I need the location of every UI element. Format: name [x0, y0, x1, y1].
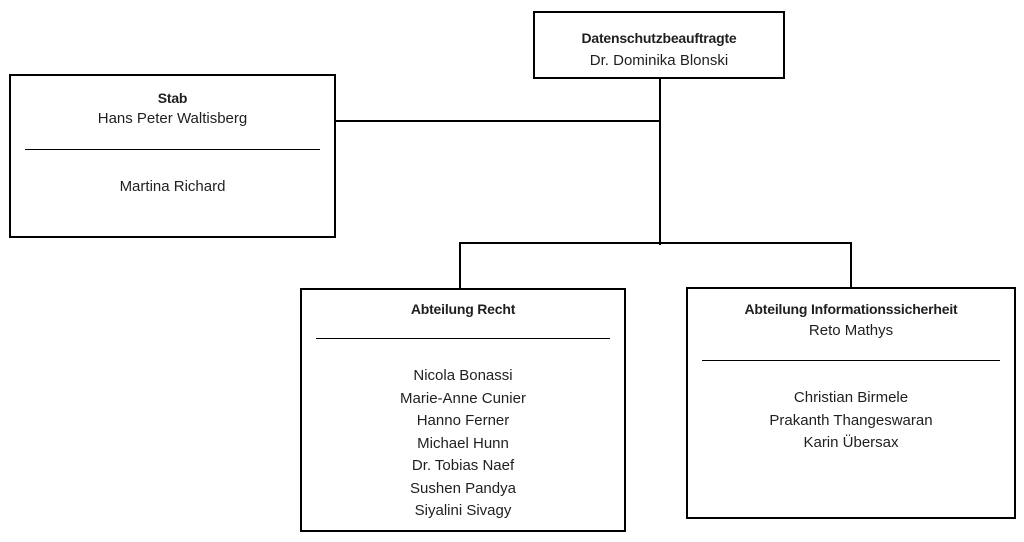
org-box-lead-name: Dr. Dominika Blonski — [589, 52, 729, 69]
member-list: Christian Birmele Prakanth Thangeswaran … — [688, 387, 1014, 455]
divider — [702, 360, 1000, 361]
org-box-stab: Stab Hans Peter Waltisberg Martina Richa… — [9, 74, 336, 238]
member-name: Marie-Anne Cunier — [400, 389, 526, 407]
member-list: Martina Richard — [11, 176, 334, 199]
member-list: Nicola Bonassi Marie-Anne Cunier Hanno F… — [302, 365, 624, 523]
divider — [25, 149, 320, 150]
member-name: Siyalini Sivagy — [414, 502, 512, 519]
org-box-title: Abteilung Informationssicherheit — [744, 301, 958, 317]
member-name: Hanno Ferner — [416, 412, 510, 429]
member-name: Nicola Bonassi — [413, 367, 513, 384]
member-name: Dr. Tobias Naef — [411, 457, 515, 474]
org-box-title: Abteilung Recht — [410, 301, 516, 317]
member-name: Karin Übersax — [803, 434, 899, 451]
connector-head-to-departments — [659, 79, 661, 245]
member-name: Michael Hunn — [417, 434, 509, 452]
member-name: Martina Richard — [119, 178, 226, 195]
member-name: Prakanth Thangeswaran — [769, 411, 933, 429]
org-box-datenschutzbeauftragte: Datenschutzbeauftragte Dr. Dominika Blon… — [533, 11, 785, 79]
member-name: Christian Birmele — [793, 389, 909, 406]
org-box-lead-name: Reto Mathys — [808, 322, 894, 339]
divider — [316, 338, 610, 339]
connector-head-to-stab — [336, 120, 660, 122]
org-box-abteilung-informationssicherheit: Abteilung Informationssicherheit Reto Ma… — [686, 287, 1016, 519]
member-name: Sushen Pandya — [410, 479, 516, 497]
org-box-title: Datenschutzbeauftragte — [581, 30, 737, 46]
connector-departments-bar — [459, 242, 852, 244]
org-box-lead-name: Hans Peter Waltisberg — [97, 110, 248, 127]
org-box-abteilung-recht: Abteilung Recht Nicola Bonassi Marie-Ann… — [300, 288, 626, 532]
org-box-title: Stab — [157, 90, 188, 106]
connector-to-recht — [459, 242, 461, 288]
connector-to-informationssicherheit — [850, 242, 852, 287]
